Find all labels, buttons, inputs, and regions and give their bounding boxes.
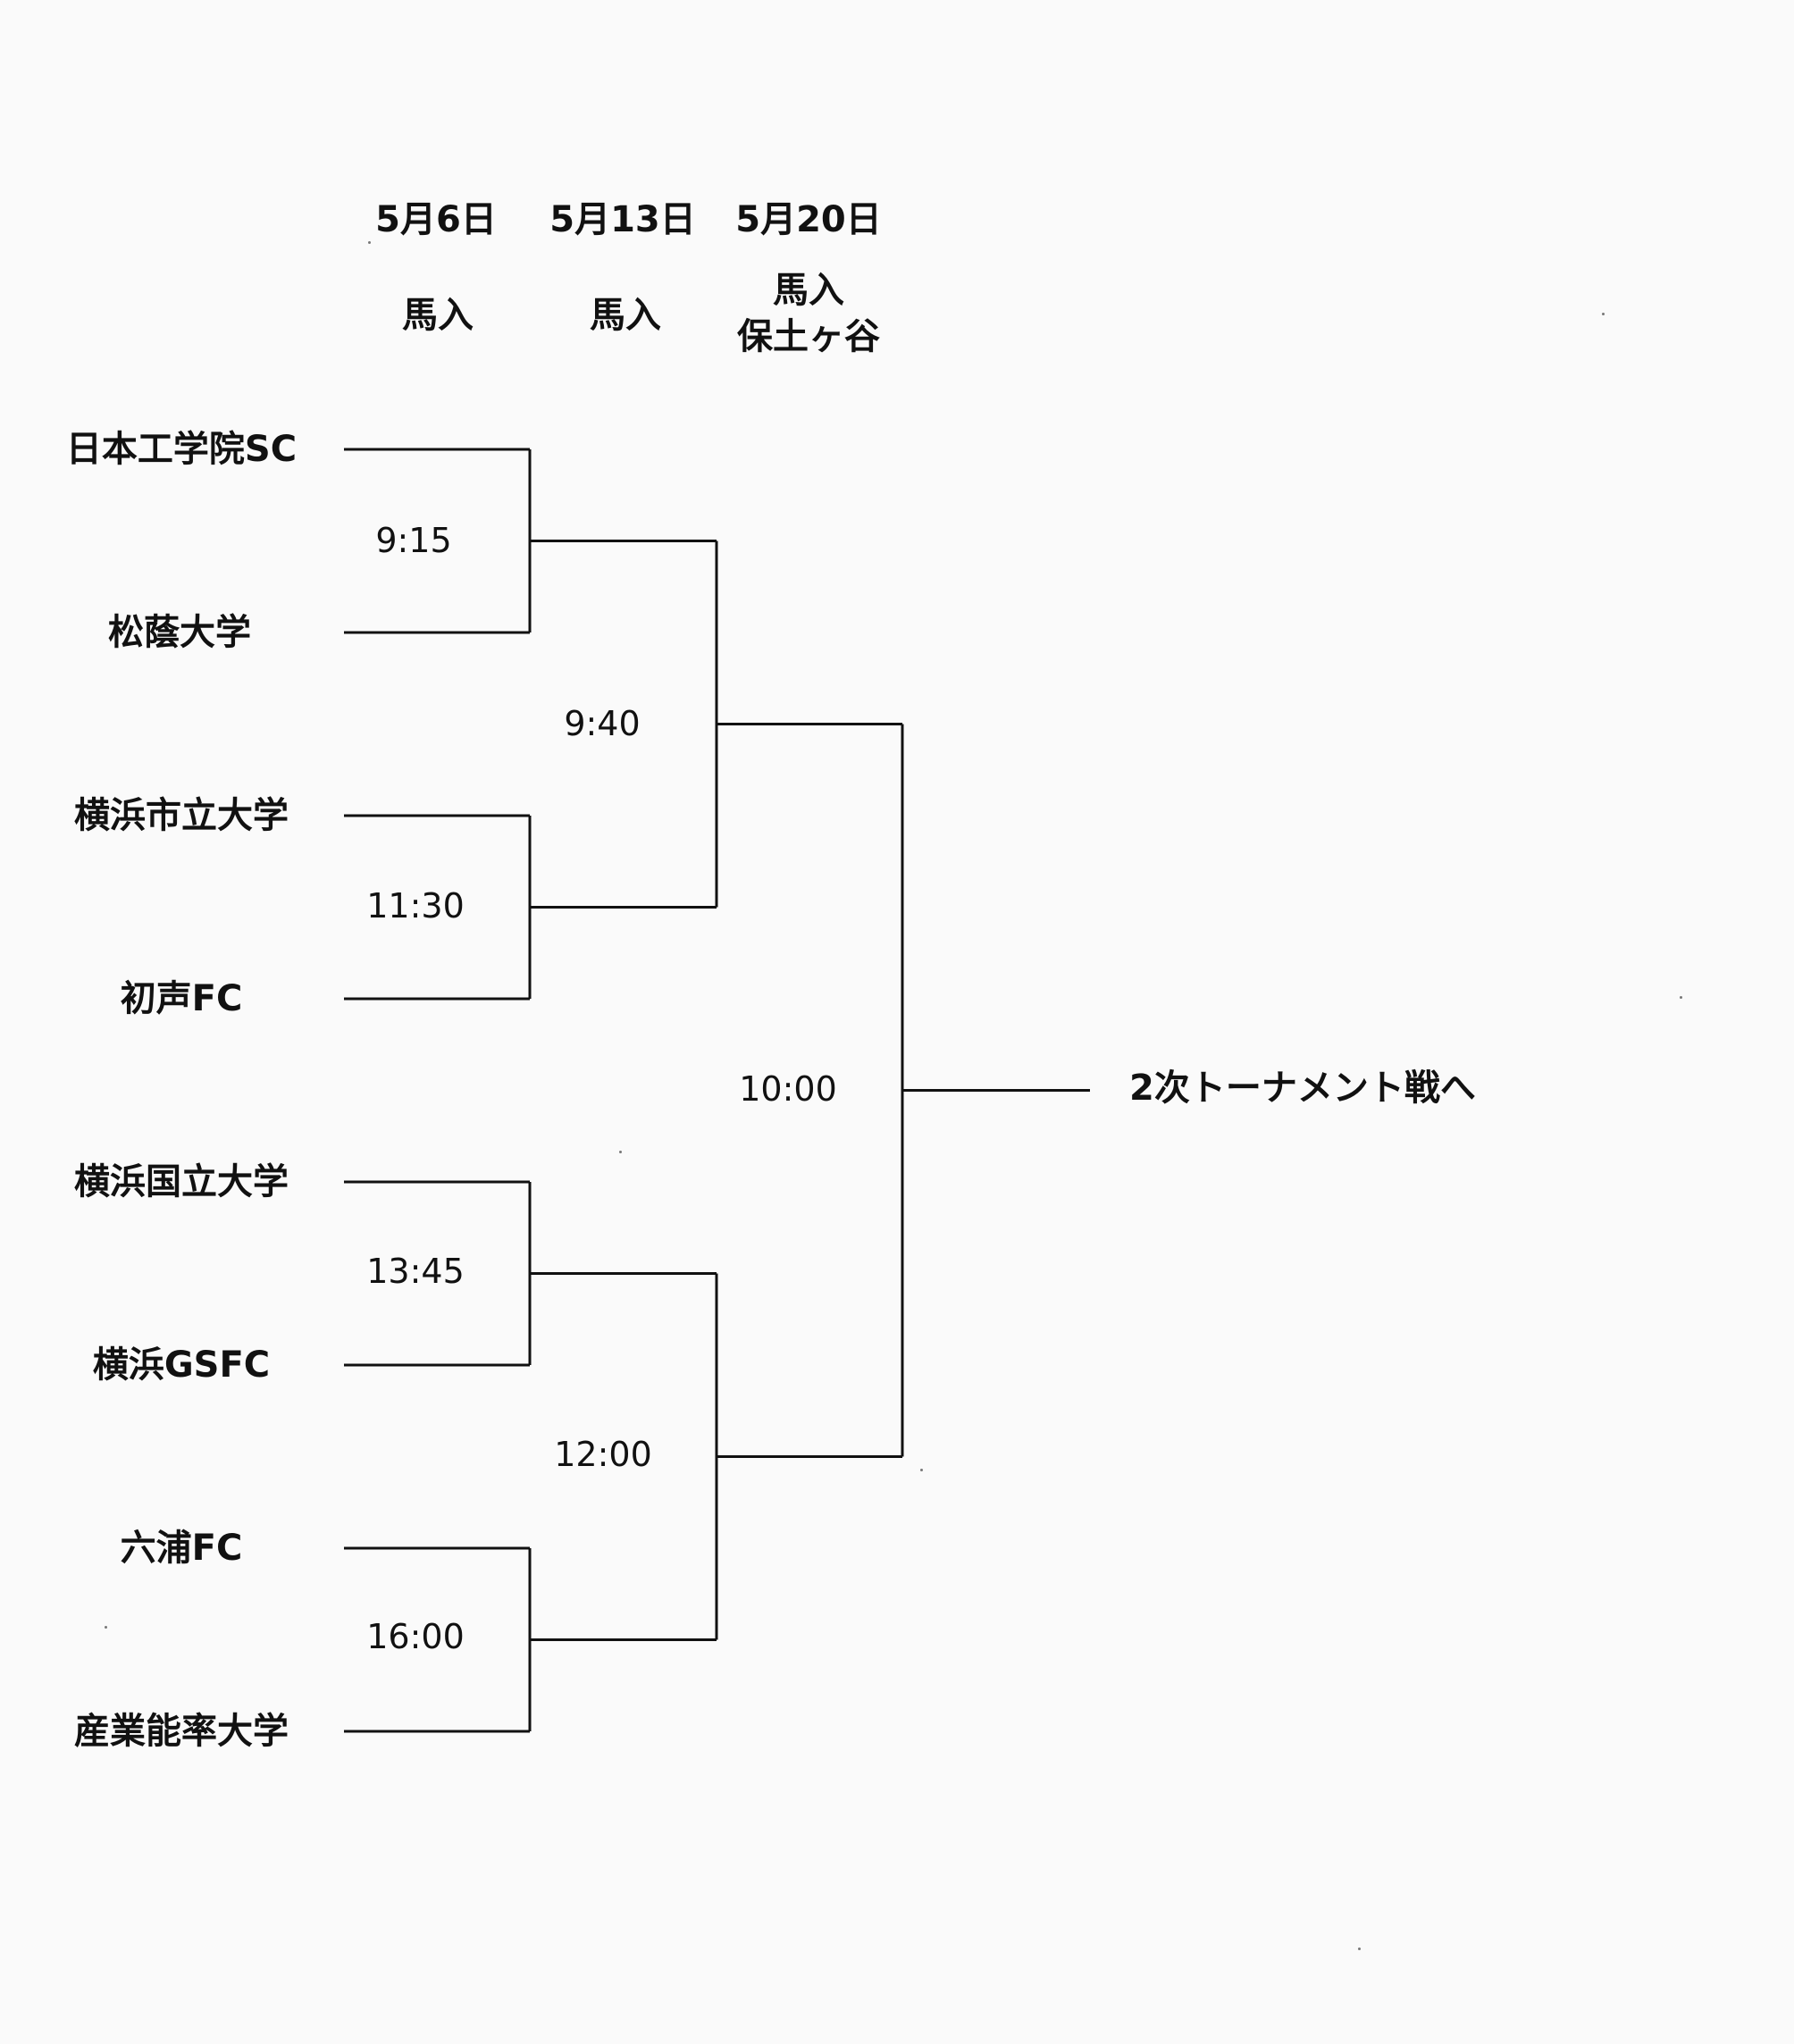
round-2-date: 5月13日 bbox=[549, 199, 696, 240]
round-1-venue: 馬入 bbox=[402, 295, 474, 336]
scan-speck bbox=[619, 1151, 622, 1153]
team-6: 横浜GSFC bbox=[92, 1345, 271, 1386]
semifinal-1-time: 9:40 bbox=[564, 704, 641, 743]
round-3-venue-line-1: 馬入 bbox=[773, 270, 844, 311]
scan-speck bbox=[368, 241, 371, 244]
match-1-time: 9:15 bbox=[375, 521, 452, 560]
team-5: 横浜国立大学 bbox=[74, 1161, 289, 1202]
team-1: 日本工学院SC bbox=[65, 429, 298, 470]
semifinal-2-time: 12:00 bbox=[554, 1435, 652, 1474]
scan-speck bbox=[1602, 313, 1605, 315]
match-2-time: 11:30 bbox=[366, 886, 465, 926]
final-time: 10:00 bbox=[739, 1069, 837, 1109]
round-2-venue: 馬入 bbox=[590, 295, 661, 336]
round-3-venue-line-2: 保土ヶ谷 bbox=[737, 316, 880, 357]
scan-speck bbox=[1358, 1948, 1361, 1950]
round-1-date: 5月6日 bbox=[375, 199, 497, 240]
scan-speck bbox=[920, 1469, 923, 1471]
advance-label: 2次トーナメント戦へ bbox=[1129, 1068, 1476, 1109]
match-4-time: 16:00 bbox=[366, 1617, 465, 1656]
team-2: 松蔭大学 bbox=[108, 612, 251, 653]
team-8: 産業能率大学 bbox=[74, 1711, 289, 1752]
scan-speck bbox=[105, 1626, 107, 1629]
team-4: 初声FC bbox=[120, 978, 243, 1019]
team-7: 六浦FC bbox=[120, 1528, 243, 1569]
round-3-date: 5月20日 bbox=[735, 199, 882, 240]
scan-speck bbox=[1680, 996, 1682, 999]
team-3: 横浜市立大学 bbox=[74, 795, 289, 836]
match-3-time: 13:45 bbox=[366, 1252, 465, 1291]
